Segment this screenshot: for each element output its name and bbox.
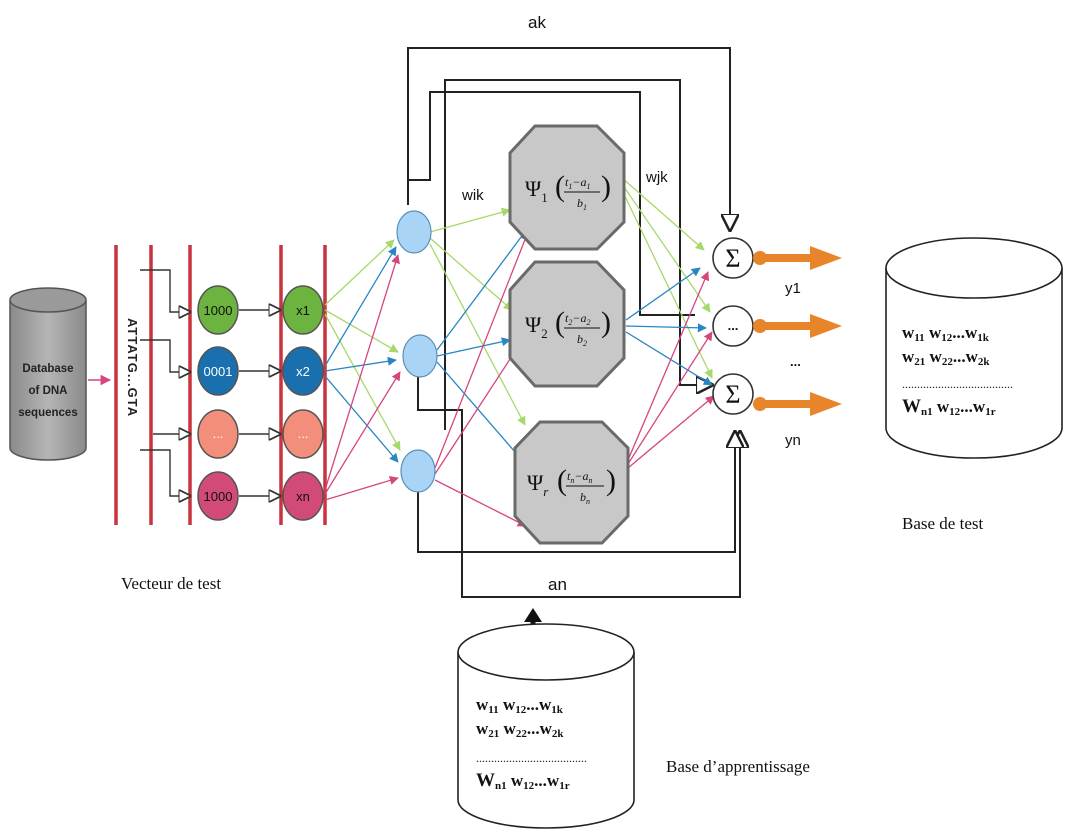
output-arrow-n <box>753 392 842 416</box>
test-base-row1: w11 w12...w1k <box>902 323 990 344</box>
learning-base-cylinder: w11 w12...w1k w21 w22...w2k ............… <box>457 623 635 829</box>
caption-test-vector: Vecteur de test <box>121 574 221 593</box>
db-label-line2: of DNA <box>29 385 68 397</box>
output-label-y1: y1 <box>785 280 801 297</box>
wavelon-r-rparen: ) <box>606 464 616 497</box>
learning-base-feed-arrowhead <box>524 608 542 622</box>
sequence-to-encoding-connectors <box>140 269 190 496</box>
sum-node-2-label: ... <box>728 318 739 333</box>
hidden-wavelon-connections <box>429 207 531 527</box>
input-label-xn: xn <box>296 489 310 504</box>
sum-node-n: Σ <box>712 373 754 415</box>
input-node-x2: x2 <box>282 346 324 396</box>
output-arrow-2 <box>753 314 842 338</box>
wavelon-r: Ψr ( tn−an bn ) <box>513 420 630 545</box>
test-base-row3: Wn1 w12...w1r <box>902 396 996 418</box>
hidden-node-2 <box>402 334 438 378</box>
learning-base-row1: w11 w12...w1k <box>476 695 564 716</box>
sum-node-2: ... <box>712 305 754 347</box>
sum-node-1: Σ <box>712 237 754 279</box>
test-base-cylinder: w11 w12...w1k w21 w22...w2k ............… <box>885 237 1063 459</box>
feedback-loops <box>407 47 740 598</box>
wavelon-2-psi: Ψ2 <box>525 312 548 341</box>
feedback-label-ak: ak <box>528 13 546 32</box>
wavelon-2-denominator: b2 <box>577 332 587 348</box>
hidden-node-1 <box>396 210 432 254</box>
output-label-dots: ... <box>790 354 801 369</box>
caption-learning-base: Base d’apprentissage <box>666 757 810 776</box>
wavelon-r-numerator: tn−an <box>567 469 592 485</box>
input-label-x2: x2 <box>296 364 310 379</box>
sum-symbol-1: Σ <box>725 244 740 273</box>
wavelon-r-psi: Ψr <box>527 470 549 499</box>
input-hidden-connections <box>324 239 401 501</box>
wavelon-1-rparen: ) <box>601 170 611 203</box>
input-label-x1: x1 <box>296 303 310 318</box>
wavelon-2-lparen: ( <box>555 306 565 339</box>
db-label-line1: Database <box>22 363 73 375</box>
input-nodes: x1 x2 ... xn <box>282 285 324 521</box>
hidden-nodes <box>396 210 438 493</box>
wavelon-r-denominator: bn <box>580 490 590 506</box>
encoded-nodes: 1000 0001 ... 1000 <box>197 285 239 521</box>
wavelon-2: Ψ2 ( t2−a2 b2 ) <box>508 260 626 388</box>
wavelon-1: Ψ1 ( t1−a1 b1 ) <box>508 124 626 251</box>
input-node-xn: xn <box>282 471 324 521</box>
test-base-separator: ..................................... <box>902 377 1013 391</box>
wavelon-1-numerator: t1−a1 <box>565 175 590 191</box>
encoding-to-input-arrows <box>239 310 280 496</box>
input-label-dots: ... <box>298 426 309 441</box>
wavelon-1-lparen: ( <box>555 170 565 203</box>
hidden-node-3 <box>400 449 436 493</box>
input-layer-bars <box>114 245 327 525</box>
weight-label-wjk: wjk <box>645 169 668 186</box>
encoded-node-4: 1000 <box>197 471 239 521</box>
input-node-x3: ... <box>282 409 324 459</box>
caption-test-base: Base de test <box>902 514 983 533</box>
wavelon-2-rparen: ) <box>601 306 611 339</box>
encoded-label-3: ... <box>213 426 224 441</box>
encoded-node-2: 0001 <box>197 346 239 396</box>
sum-symbol-n: Σ <box>725 380 740 409</box>
encoded-label-4: 1000 <box>204 489 233 504</box>
encoded-label-1: 1000 <box>204 303 233 318</box>
wavelon-sum-connections <box>621 177 715 469</box>
feedback-label-an: an <box>548 575 567 594</box>
db-label-line3: sequences <box>18 407 77 419</box>
wavelon-1-denominator: b1 <box>577 196 587 212</box>
output-arrow-1 <box>753 246 842 270</box>
learning-base-row2: w21 w22...w2k <box>476 719 564 740</box>
encoded-node-3: ... <box>197 409 239 459</box>
weight-label-wik: wik <box>461 187 484 204</box>
wavelon-1-psi: Ψ1 <box>525 176 548 205</box>
output-label-yn: yn <box>785 432 801 449</box>
dna-database-cylinder: Database of DNA sequences <box>9 287 87 461</box>
encoded-label-2: 0001 <box>204 364 233 379</box>
test-base-row2: w21 w22...w2k <box>902 347 990 368</box>
input-node-x1: x1 <box>282 285 324 335</box>
encoded-node-1: 1000 <box>197 285 239 335</box>
output-arrows <box>753 246 842 416</box>
wavelon-r-lparen: ( <box>557 464 567 497</box>
learning-base-row3: Wn1 w12...w1r <box>476 770 570 792</box>
wavelon-2-numerator: t2−a2 <box>565 311 590 327</box>
learning-base-separator: ..................................... <box>476 751 587 765</box>
dna-sequence-text: ATTATG...GTA <box>125 318 140 417</box>
